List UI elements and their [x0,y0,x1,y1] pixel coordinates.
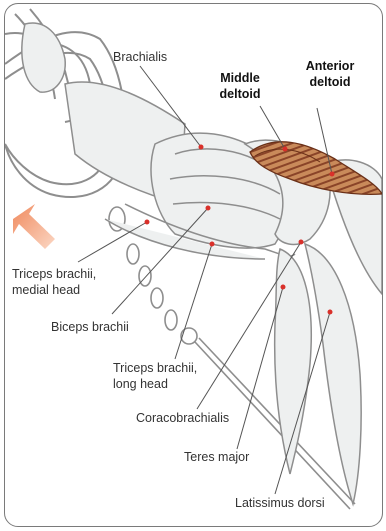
marker-brachialis [199,145,204,150]
label-teres-major: Teres major [184,449,249,465]
marker-triceps-long [210,242,215,247]
label-triceps-medial: Triceps brachii, medial head [12,266,96,298]
marker-middle-deltoid [283,147,288,152]
direction-arrow-icon [13,204,55,249]
label-anterior-deltoid: Anterior deltoid [295,58,365,90]
illustration-frame: Brachialis Middle deltoid Anterior delto… [4,3,383,527]
label-coracobrachialis: Coracobrachialis [136,410,229,426]
marker-latissimus [328,310,333,315]
label-brachialis: Brachialis [113,49,167,65]
marker-anterior-deltoid [330,172,335,177]
label-latissimus: Latissimus dorsi [235,495,325,511]
marker-teres-major [281,285,286,290]
marker-biceps [206,206,211,211]
label-biceps: Biceps brachii [51,319,129,335]
marker-coracobrachialis [299,240,304,245]
label-middle-deltoid: Middle deltoid [205,70,275,102]
marker-triceps-medial [145,220,150,225]
label-triceps-long: Triceps brachii, long head [113,360,197,392]
